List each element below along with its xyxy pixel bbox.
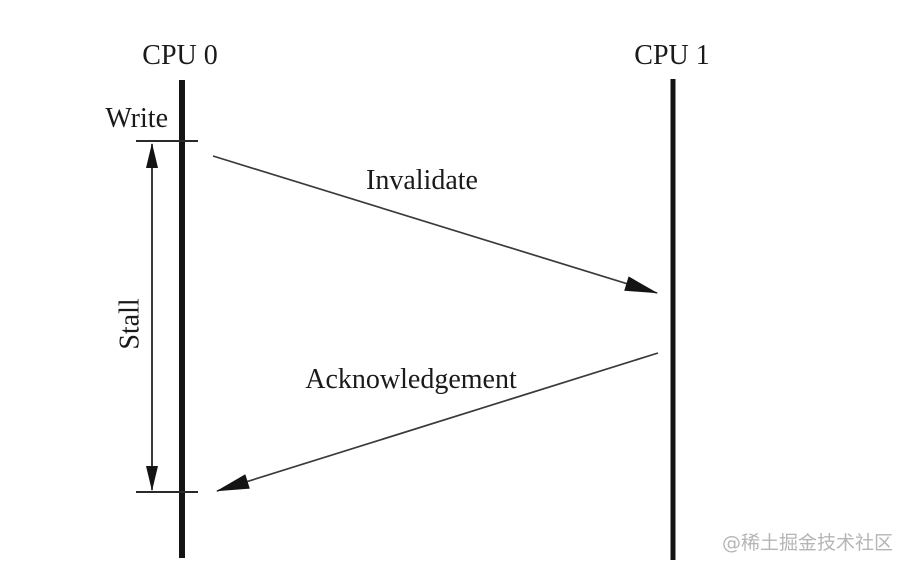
acknowledgement-message-arrow	[216, 352, 659, 492]
invalidate-message-arrow	[212, 155, 658, 294]
cpu0-label: CPU 0	[142, 40, 217, 71]
invalidate-message-label: Invalidate	[366, 165, 478, 196]
cpu1-label: CPU 1	[634, 40, 709, 71]
stall-label: Stall	[115, 298, 146, 350]
write-event-label: Write	[105, 103, 168, 134]
watermark-text: @稀土掘金技术社区	[722, 532, 893, 554]
acknowledgement-message-label: Acknowledgement	[305, 364, 517, 395]
